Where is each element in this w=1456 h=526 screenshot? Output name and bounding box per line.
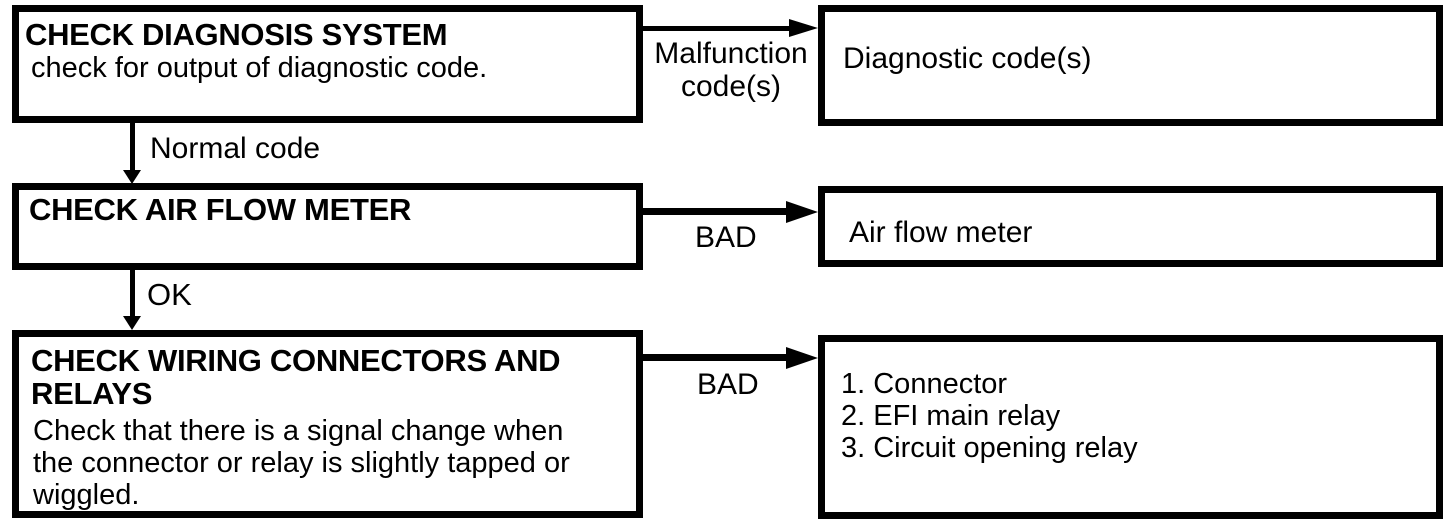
arrow-malfunction-head-icon (789, 19, 818, 37)
result3-item-efi-main-relay: 2. EFI main relay (841, 400, 1061, 432)
arrow-bad1-head-icon (786, 201, 818, 223)
arrow-bad1-stem (643, 208, 788, 215)
step1-description: check for output of diagnostic code. (31, 52, 488, 84)
label-malfunction-codes: Malfunction code(s) (654, 37, 808, 103)
result2-text: Air flow meter (849, 216, 1033, 249)
result1-text: Diagnostic code(s) (843, 42, 1092, 75)
arrow-ok-stem (130, 270, 135, 317)
result3-list: 1. Connector 2. EFI main relay 3. Circui… (841, 368, 1422, 464)
flow-box-check-diagnosis-system: CHECK DIAGNOSIS SYSTEM check for output … (12, 5, 643, 123)
arrow-bad2-stem (643, 354, 788, 361)
flow-box-diagnostic-codes: Diagnostic code(s) (818, 5, 1443, 126)
arrow-normal-code-stem (130, 123, 135, 171)
step1-title: CHECK DIAGNOSIS SYSTEM (25, 17, 448, 52)
label-normal-code: Normal code (150, 132, 321, 165)
step2-title: CHECK AIR FLOW METER (29, 192, 412, 227)
flow-box-air-flow-meter: Air flow meter (818, 186, 1443, 267)
arrow-ok-head-icon (123, 316, 141, 330)
step3-title-line1: CHECK WIRING CONNECTORS AND (31, 343, 561, 378)
result3-item-connector: 1. Connector (841, 368, 1008, 400)
flow-box-check-wiring-connectors: CHECK WIRING CONNECTORS AND RELAYS Check… (12, 330, 643, 518)
result3-item-circuit-opening-relay: 3. Circuit opening relay (841, 432, 1138, 464)
step3-description: Check that there is a signal change when… (33, 415, 570, 511)
arrow-bad2-head-icon (786, 347, 818, 369)
label-ok: OK (147, 277, 192, 312)
flow-box-check-air-flow-meter: CHECK AIR FLOW METER (12, 183, 643, 270)
flow-box-wiring-causes: 1. Connector 2. EFI main relay 3. Circui… (818, 335, 1443, 519)
label-bad-2: BAD (697, 368, 759, 401)
arrow-normal-code-head-icon (123, 170, 141, 184)
step3-title-line2: RELAYS (31, 376, 153, 411)
step3-title: CHECK WIRING CONNECTORS AND RELAYS (31, 344, 606, 410)
arrow-malfunction-stem (643, 26, 793, 31)
label-bad-1: BAD (695, 221, 757, 254)
